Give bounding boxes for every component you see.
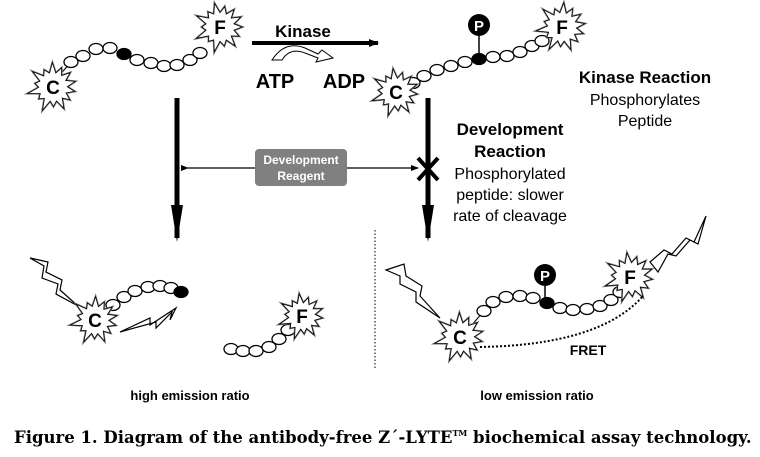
peptide-bead	[75, 49, 91, 63]
peptide-bottom-right	[469, 285, 628, 328]
peptide-bead	[88, 42, 104, 56]
development-reagent-box	[255, 149, 347, 186]
phosphate-label: P	[474, 18, 484, 35]
peptide-bead	[512, 289, 528, 303]
cleaved-peptide-f	[223, 323, 296, 358]
excitation-bolt-right	[384, 263, 441, 319]
caption-suffix: biochemical assay technology.	[467, 428, 751, 447]
peptide-bead	[443, 59, 459, 73]
kinase-reaction-title: Kinase Reaction	[579, 68, 711, 87]
peptide-top-left	[56, 41, 208, 79]
coumarin-star-bottom-right: C	[430, 309, 486, 364]
phosphate-top-right: P	[468, 14, 490, 54]
fret-curve	[479, 295, 644, 348]
emission-bolt-coumarin	[119, 306, 178, 333]
peptide-bead	[129, 53, 145, 67]
peptide-bead	[429, 63, 445, 77]
peptide-top-right	[399, 34, 550, 91]
fluorescein-star-top-right-label: F	[556, 18, 568, 39]
development-desc-2: peptide: slower	[456, 187, 564, 204]
atp-adp-curved-arrow	[271, 45, 335, 63]
peptide-bead	[156, 59, 172, 73]
right-arrowhead	[422, 205, 434, 242]
fluorescein-star-top-right: F	[532, 0, 588, 53]
development-desc-1: Phosphorylated	[454, 166, 565, 183]
development-desc-3: rate of cleavage	[453, 208, 567, 225]
peptide-bead	[485, 295, 501, 309]
caption-prefix: Figure 1. Diagram of the antibody-free Z…	[14, 428, 452, 447]
peptide-bead	[565, 303, 581, 317]
phosphate-label: P	[540, 268, 550, 285]
peptide-bead	[416, 69, 432, 83]
peptide-bead	[498, 290, 514, 304]
peptide-bead	[235, 344, 251, 358]
peptide-bead	[592, 299, 608, 313]
excitation-bolt-left	[29, 257, 79, 307]
peptide-bead	[192, 46, 208, 60]
peptide-bead	[116, 290, 132, 304]
coumarin-star-bottom-right-label: C	[453, 328, 467, 349]
peptide-bead	[102, 41, 118, 55]
peptide-bead	[512, 45, 528, 59]
coumarin-star-top-right-label: C	[389, 83, 403, 104]
peptide-bead	[63, 55, 79, 69]
development-title-1: Development	[457, 120, 564, 139]
peptide-bead	[127, 284, 143, 298]
kinase-reaction-line2: Peptide	[618, 113, 672, 130]
low-emission-label: low emission ratio	[480, 388, 593, 403]
peptide-bead	[169, 58, 185, 72]
fluorescein-star-bottom-left-label: F	[296, 307, 308, 328]
peptide-bead	[143, 56, 159, 70]
phospho-site-bead	[173, 285, 189, 299]
fluorescein-star-top-left: F	[192, 0, 246, 56]
kinase-reaction-line1: Phosphorylates	[590, 92, 700, 109]
kinase-label: Kinase	[275, 22, 331, 41]
fluorescein-star-top-left-label: F	[214, 18, 226, 39]
left-arrowhead	[171, 205, 183, 242]
coumarin-star-bottom-left: C	[66, 293, 120, 346]
peptide-bead	[182, 53, 198, 67]
peptide-bead	[457, 55, 473, 69]
adp-label: ADP	[323, 71, 365, 93]
coumarin-star-top-right: C	[368, 65, 421, 120]
peptide-bead	[525, 291, 541, 305]
fluorescein-star-bottom-right-label: F	[624, 268, 636, 289]
peptide-bead	[248, 344, 264, 358]
peptide-bead	[261, 340, 277, 354]
blocked-x-icon	[416, 156, 440, 182]
peptide-bead	[499, 49, 515, 63]
coumarin-star-bottom-left-label: C	[88, 311, 102, 332]
phosphate-bottom-right: P	[534, 264, 556, 300]
phospho-site-bead	[116, 47, 132, 61]
peptide-bead	[485, 50, 501, 64]
peptide-bead	[271, 332, 287, 346]
coumarin-star-top-left-label: C	[46, 78, 60, 99]
fret-label: FRET	[570, 342, 607, 358]
peptide-bead	[579, 302, 595, 316]
emission-bolt-fluorescein	[649, 215, 707, 274]
high-emission-label: high emission ratio	[130, 388, 249, 403]
reagent-line1: Development	[263, 153, 338, 167]
peptide-bead	[552, 301, 568, 315]
peptide-bead	[603, 293, 619, 307]
figure-caption: Figure 1. Diagram of the antibody-free Z…	[14, 428, 752, 447]
peptide-bead	[476, 304, 492, 318]
fluorescein-star-bottom-right: F	[601, 249, 655, 305]
phospho-site-bead	[471, 52, 487, 66]
development-title-2: Reaction	[474, 142, 546, 161]
caption-tm: TM	[452, 428, 467, 438]
atp-label: ATP	[256, 71, 295, 93]
phospho-site-bead	[539, 296, 555, 310]
coumarin-star-top-left: C	[23, 59, 79, 114]
fluorescein-star-bottom-left: F	[275, 290, 326, 343]
reagent-line2: Reagent	[277, 169, 324, 183]
